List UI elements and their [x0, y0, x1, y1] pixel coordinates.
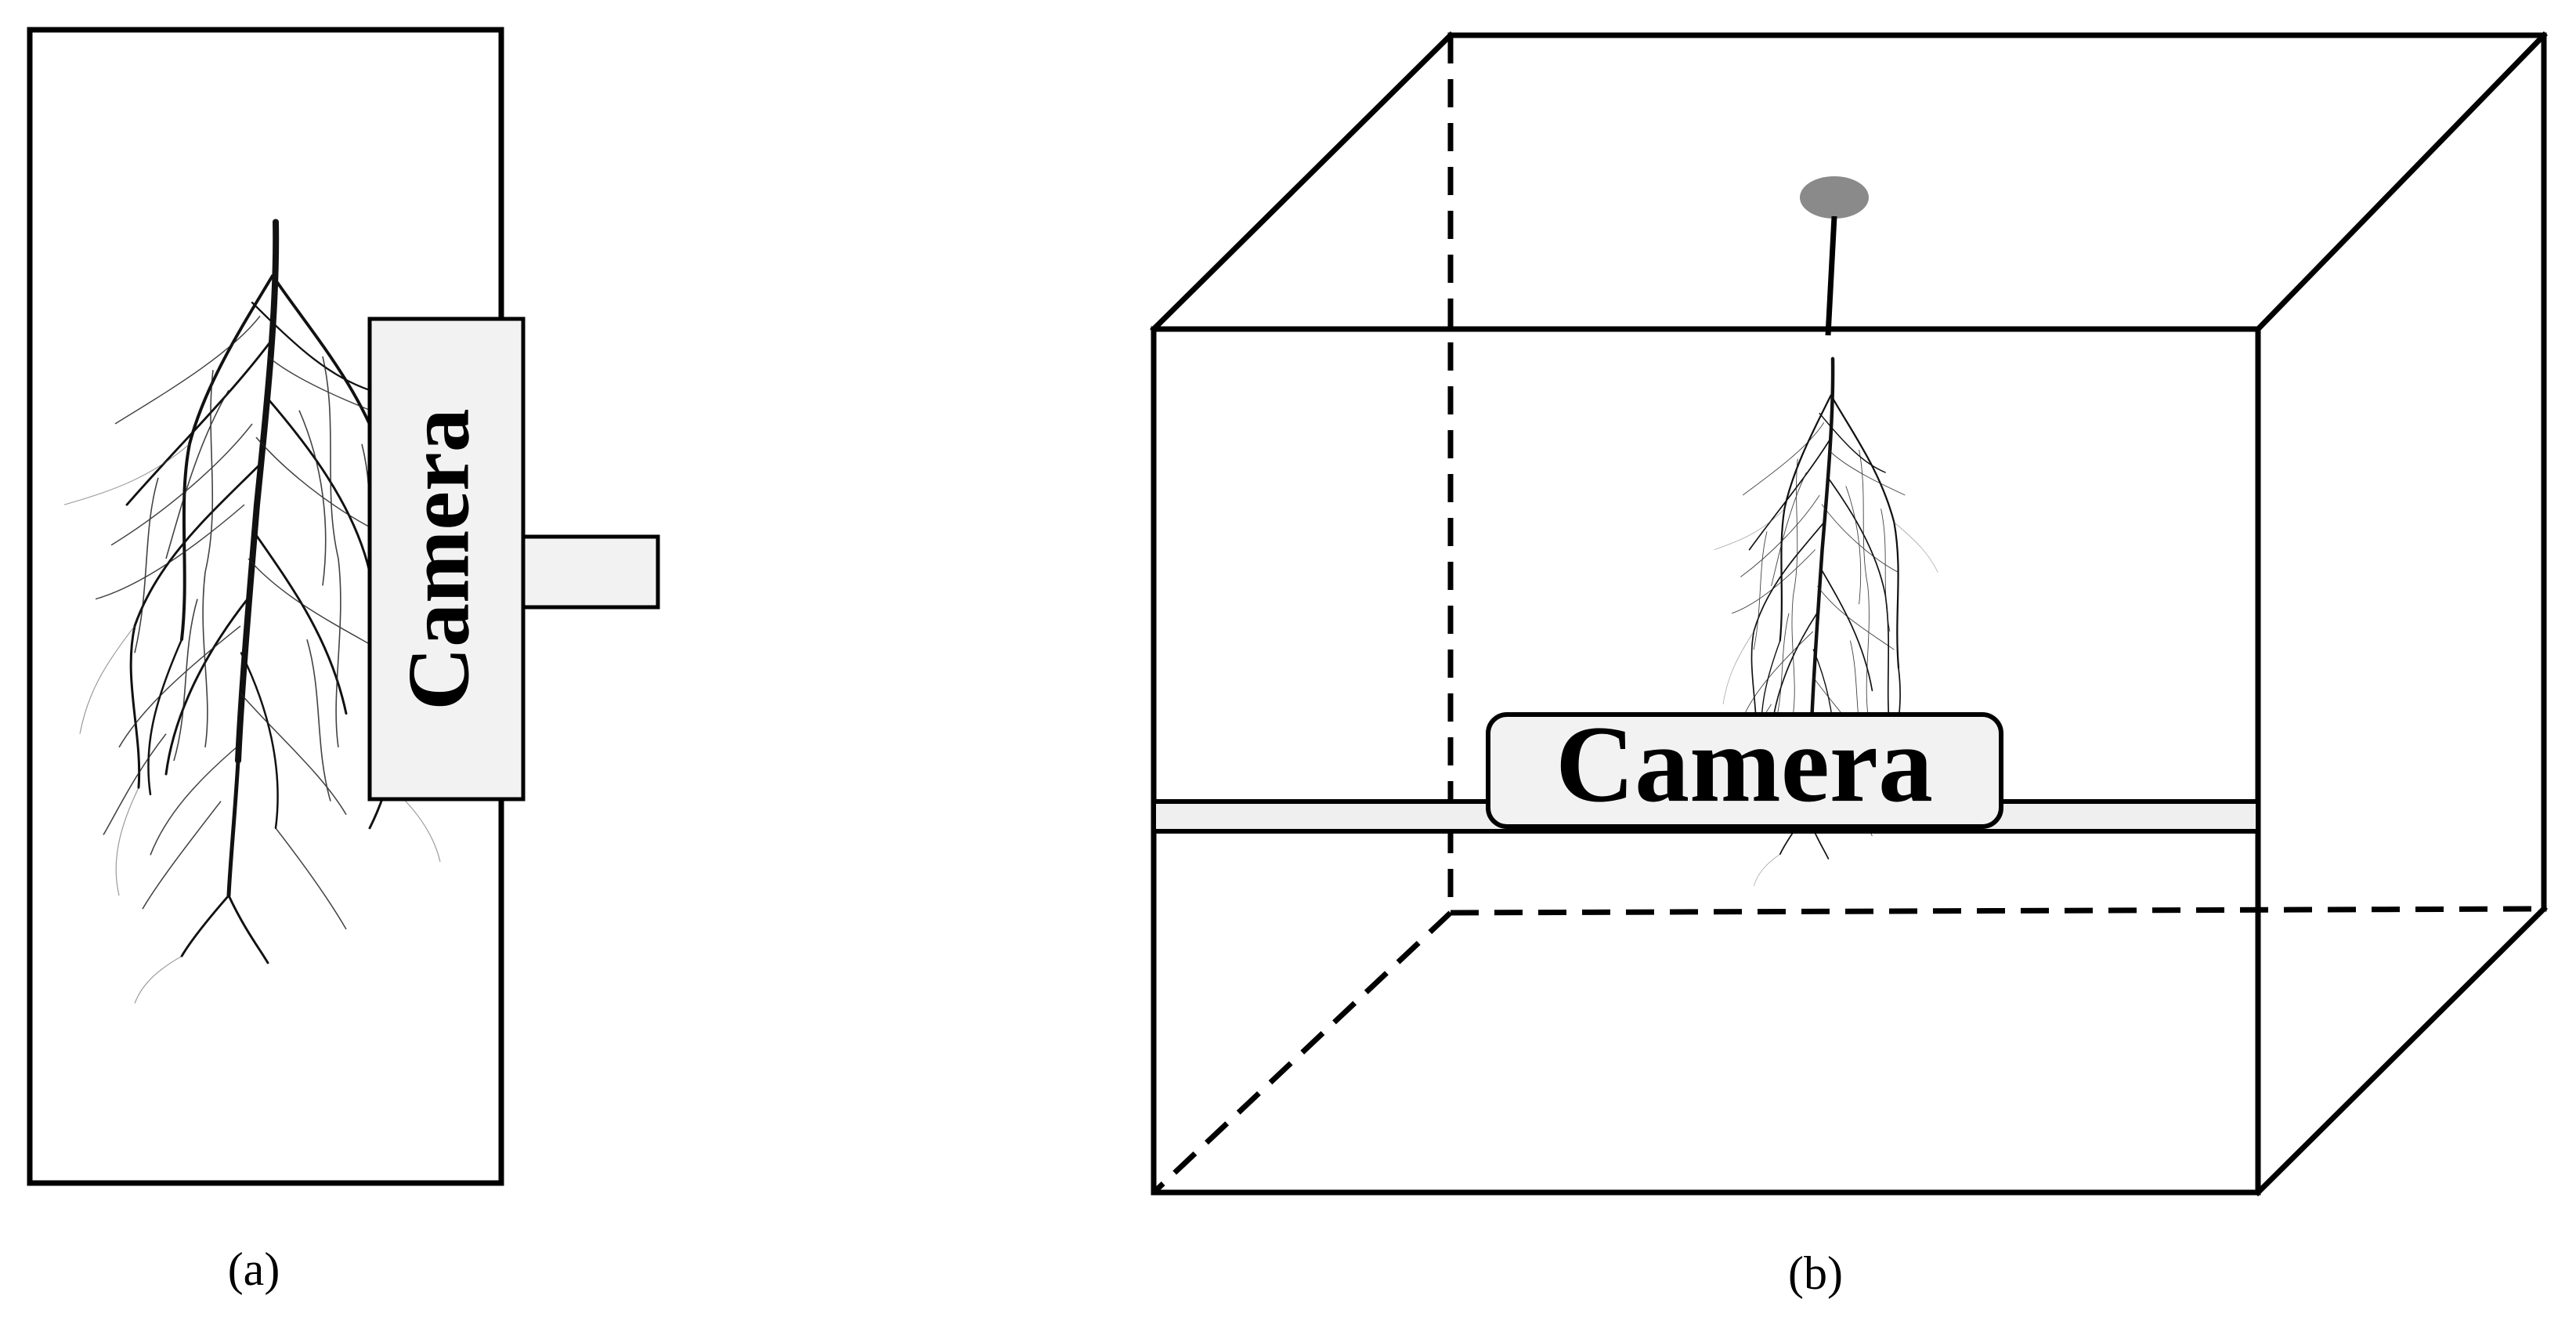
panel-a-camera-label: Camera — [391, 408, 488, 711]
plant-stem — [1825, 215, 1837, 336]
seed-icon — [1800, 176, 1869, 219]
panel-b-plant — [1714, 176, 1938, 886]
panel-b-caption: (b) — [1788, 1247, 1843, 1299]
panel-a-caption: (a) — [228, 1243, 280, 1295]
panel-a-camera-body — [367, 317, 526, 802]
panel-a: Camera (a) — [27, 27, 660, 1295]
panel-b-camera-body — [1486, 712, 2003, 829]
panel-b-box-frame — [1150, 31, 2548, 1196]
panel-b: Camera (b) — [1150, 31, 2548, 1299]
panel-b-hidden-edges — [1151, 35, 2545, 1195]
panel-a-camera-mount-arm — [521, 534, 660, 610]
panel-b-camera-label: Camera — [1555, 704, 1933, 825]
